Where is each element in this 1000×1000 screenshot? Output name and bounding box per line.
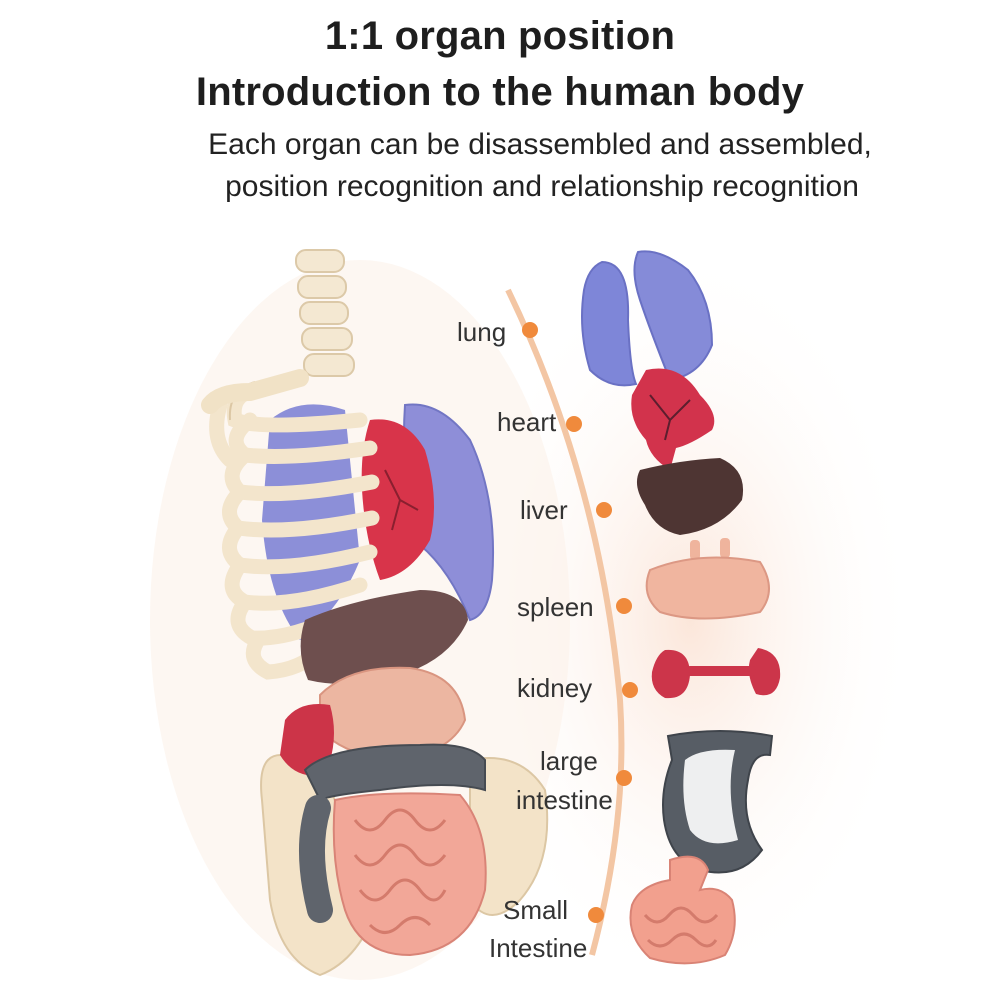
timeline-dot-lung bbox=[522, 322, 538, 338]
label-intestine: intestine bbox=[516, 785, 613, 815]
timeline-dot-small-intestine bbox=[588, 907, 604, 923]
spine bbox=[295, 249, 355, 377]
timeline-curve bbox=[505, 288, 625, 956]
small-intestine bbox=[332, 792, 487, 957]
torso-model bbox=[201, 249, 549, 977]
label-small: Small bbox=[503, 895, 569, 925]
timeline-dot-kidney bbox=[622, 682, 638, 698]
lungs-part bbox=[581, 250, 714, 387]
label-large: large bbox=[540, 746, 598, 776]
label-kidney: kidney bbox=[517, 673, 593, 703]
subtitle-line-2: position recognition and relationship re… bbox=[225, 170, 859, 203]
pelvis-right bbox=[469, 757, 549, 916]
title-line-2: Introduction to the human body bbox=[195, 70, 805, 114]
clavicle bbox=[201, 369, 309, 414]
subtitle-line-1: Each organ can be disassembled and assem… bbox=[208, 128, 872, 161]
liver-part bbox=[636, 458, 744, 535]
kidney-part bbox=[651, 648, 781, 699]
kidney bbox=[280, 704, 334, 776]
label-heart: heart bbox=[497, 407, 557, 437]
large-intestine bbox=[303, 743, 486, 802]
timeline-dot-large-intestine bbox=[616, 770, 632, 786]
title-line-1: 1:1 organ position bbox=[324, 14, 676, 58]
timeline-dot-heart bbox=[566, 416, 582, 432]
stomach-part bbox=[645, 538, 770, 620]
label-small-intestine: Intestine bbox=[489, 933, 588, 963]
timeline-dot-spleen bbox=[616, 598, 632, 614]
label-liver: liver bbox=[520, 495, 568, 525]
liver bbox=[300, 590, 468, 684]
label-spleen: spleen bbox=[517, 592, 594, 622]
timeline-dots bbox=[522, 322, 638, 923]
small-intestine-part bbox=[629, 855, 736, 965]
timeline-dot-liver bbox=[596, 502, 612, 518]
heart bbox=[361, 419, 434, 580]
label-lung: lung bbox=[457, 317, 507, 347]
heart-part bbox=[631, 368, 715, 470]
